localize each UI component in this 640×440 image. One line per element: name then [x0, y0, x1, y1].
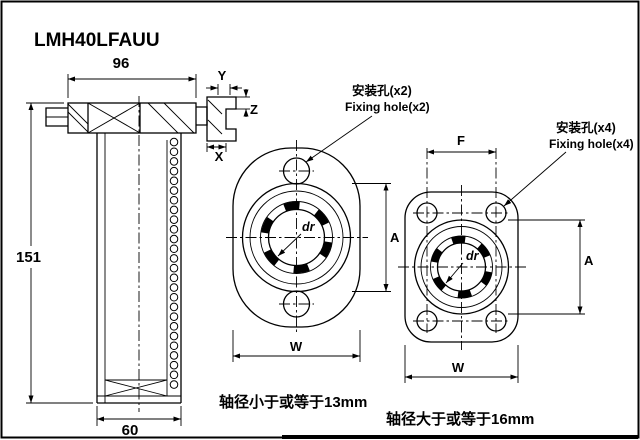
oval-hole-callout: 安装孔(x2) Fixing hole(x2) [305, 83, 430, 163]
flange-lip-detail: Y Z X [206, 68, 258, 164]
bore-label: dr [466, 249, 480, 263]
dim-96-label: 96 [113, 55, 130, 72]
dim-y-label: Y [218, 68, 227, 83]
square-dim-A: A [508, 219, 594, 315]
lip-profile [206, 96, 237, 142]
outer-ring [241, 182, 352, 293]
square-dim-W: W [404, 345, 519, 383]
oval-flange-view: dr A W 安装孔(x2) Fixing hole(x2) 轴径小于或等于13… [219, 83, 430, 411]
flange-outline [67, 102, 197, 134]
bore-circle [267, 208, 326, 267]
hole-label-cn: 安装孔(x2) [352, 83, 412, 98]
dim-60-label: 60 [122, 422, 139, 439]
hole-label-en: Fixing hole(x2) [345, 100, 430, 114]
square-hole-callout: 安装孔(x4) Fixing hole(x4) [503, 120, 634, 207]
side-view: 96 [16, 55, 258, 439]
ball-track [260, 201, 333, 274]
dim-f-label: F [457, 133, 465, 148]
dim-151-label: 151 [16, 249, 41, 266]
flange-section [45, 102, 208, 134]
flange-lip [196, 106, 208, 126]
dim-x-label: X [215, 149, 224, 164]
dim-z-label: Z [250, 102, 258, 117]
hole-label-en: Fixing hole(x4) [549, 137, 634, 151]
dim-a-label: A [390, 230, 400, 245]
dim-a-label: A [584, 253, 594, 268]
dim-151: 151 [16, 102, 93, 404]
square-flange-view: dr F A W 安装孔(x4) Fixing hole(x4) 轴径大于或等于… [386, 120, 634, 428]
part-number-title: LMH40LFAUU [34, 30, 160, 51]
dim-96: 96 [67, 55, 197, 98]
oval-dim-A: A [352, 183, 400, 292]
dim-60: 60 [96, 406, 182, 439]
bore-circle [436, 242, 487, 292]
outer-ring [413, 219, 510, 315]
cylinder-body [96, 96, 182, 412]
bore-label: dr [302, 220, 316, 234]
square-dim-F: F [427, 133, 496, 155]
hole-label-cn: 安装孔(x4) [556, 120, 616, 135]
ball-track [430, 236, 493, 298]
oval-dim-W: W [232, 330, 361, 362]
dim-w-label: W [452, 360, 465, 375]
oval-caption: 轴径小于或等于13mm [219, 393, 367, 411]
square-caption: 轴径大于或等于16mm [386, 410, 534, 428]
dim-w-label: W [290, 339, 303, 354]
